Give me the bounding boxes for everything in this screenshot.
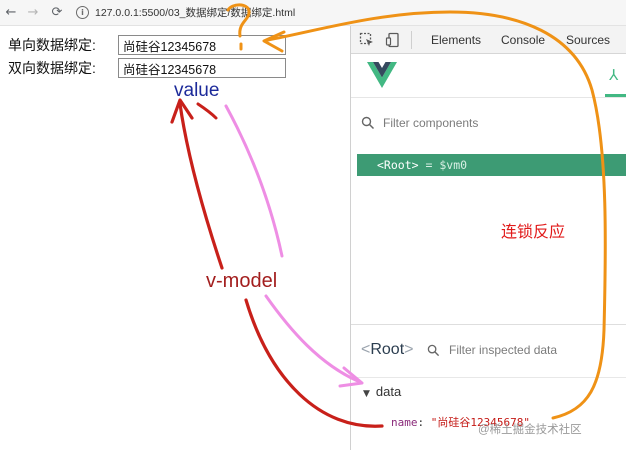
watermark-text: @稀土掘金技术社区 [478,424,582,436]
annotation-value-label: value [174,80,220,101]
search-icon [427,344,440,357]
inspected-component-name: <Root> [361,341,414,358]
inspector-header: <Root> [351,324,626,378]
device-toolbar-icon[interactable] [385,32,401,48]
two-way-binding-label: 双向数据绑定: [8,60,96,76]
toolbar-divider [411,31,412,49]
search-icon [361,116,375,130]
annotation-chain-reaction-label: 连锁反应 [501,224,566,241]
two-way-binding-row: 双向数据绑定: [8,57,286,79]
inspect-element-icon[interactable] [359,32,375,48]
active-tab-indicator [605,94,626,97]
component-filter-row [351,112,626,136]
devtools-panel: Elements Console Sources ⅄ <Root> = $vm0 [350,26,626,450]
back-arrow-icon[interactable]: ← [5,5,17,20]
info-icon[interactable]: i [76,6,89,19]
components-tab-icon[interactable]: ⅄ [609,66,619,84]
tab-elements[interactable]: Elements [431,33,482,47]
annotation-v-model-label: v-model [206,270,278,292]
root-node-ref: $vm0 [439,158,468,172]
property-colon: : [417,416,431,429]
filter-components-input[interactable] [383,114,603,132]
component-tree-root-node[interactable]: <Root> = $vm0 [357,154,626,176]
reload-icon[interactable]: ⟳ [51,5,63,20]
property-key: name [391,416,418,429]
vue-logo-icon [367,62,397,88]
one-way-binding-input[interactable] [118,35,286,55]
browser-toolbar: ← → ⟳ i 127.0.0.1:5500/03_数据绑定/数据绑定.html [0,0,626,26]
data-section-label: data [375,384,402,399]
tab-sources[interactable]: Sources [566,33,611,47]
forward-arrow-icon[interactable]: → [27,5,39,20]
caret-down-icon[interactable]: ▼ [363,389,370,399]
devtools-toolbar: Elements Console Sources [351,26,626,54]
filter-inspected-data-input[interactable] [449,341,619,359]
root-node-equals: = [425,158,433,172]
two-way-binding-input[interactable] [118,58,286,78]
root-node-tag: <Root> [377,158,419,172]
data-section-header[interactable]: ▼ data [363,384,401,399]
one-way-binding-label: 单向数据绑定: [8,37,96,53]
tab-console[interactable]: Console [501,33,546,47]
address-bar-url[interactable]: 127.0.0.1:5500/03_数据绑定/数据绑定.html [95,7,296,19]
one-way-binding-row: 单向数据绑定: [8,34,286,56]
vue-devtools-header: ⅄ [351,54,626,98]
